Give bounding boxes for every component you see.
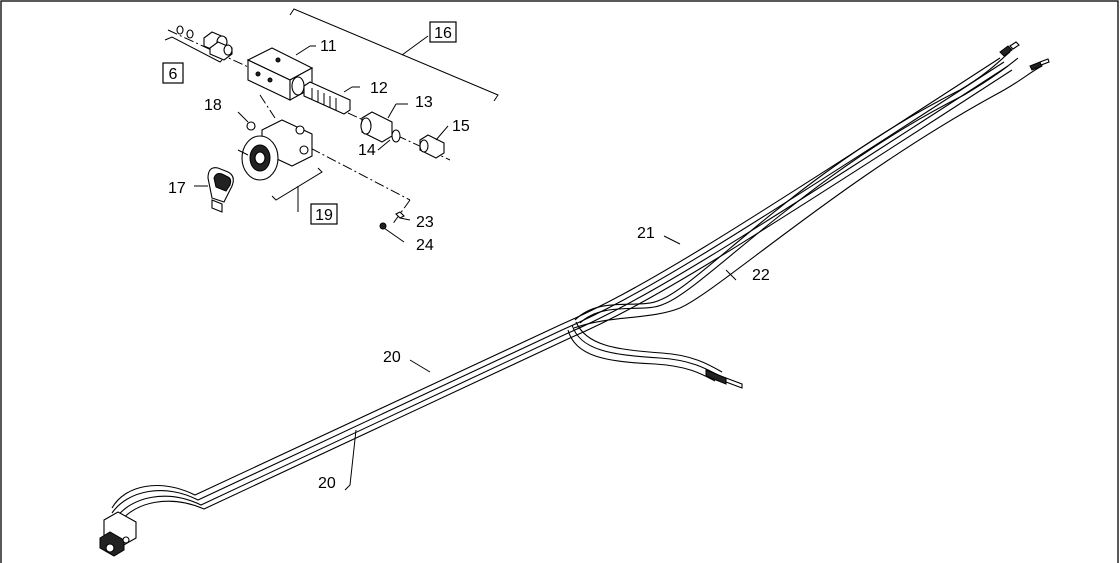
hose-20 [111,57,1013,523]
valve-to-motor-axis [259,94,276,119]
callout-17: 17 [168,180,186,197]
bracket-19 [271,167,323,201]
callout-14: 14 [358,142,376,159]
oring-18 [246,121,256,131]
motor-19 [237,119,313,181]
callout-21: 21 [637,225,655,242]
valve-block-11 [246,47,314,101]
callout-16-box: 16 [429,21,457,43]
callout-20-upper: 20 [383,349,401,366]
callout-20-lower: 20 [318,475,336,492]
callout-18: 18 [204,97,222,114]
lower-fitting [99,511,137,557]
bracket-16 [289,8,499,102]
callout-19: 19 [315,207,333,224]
callout-15: 15 [452,118,470,135]
hose-21 [573,51,1043,329]
callout-19-box: 19 [310,203,338,225]
plug-15 [419,134,445,159]
callout-6-box: 6 [162,62,184,84]
hose-22 [567,321,723,382]
assembly-axis [167,29,451,161]
handle-17 [207,167,234,213]
callout-12: 12 [370,80,388,97]
leader-16 [401,35,429,56]
hardware-23-24 [379,211,405,230]
motor-axis [294,139,411,201]
spool-12 [303,81,351,115]
callout-6: 6 [169,66,178,83]
sleeve-13 [360,111,393,143]
fitting-set-6 [176,25,233,61]
callout-16: 16 [434,25,452,42]
callout-23: 23 [416,214,434,231]
callout-13: 13 [415,94,433,111]
ring-14 [391,129,401,143]
bracket-6 [164,36,223,63]
callout-24: 24 [416,237,434,254]
hardware-axis [391,199,411,226]
callout-11: 11 [320,38,337,55]
callout-22: 22 [752,267,770,284]
hose-end-fittings [705,41,1050,389]
